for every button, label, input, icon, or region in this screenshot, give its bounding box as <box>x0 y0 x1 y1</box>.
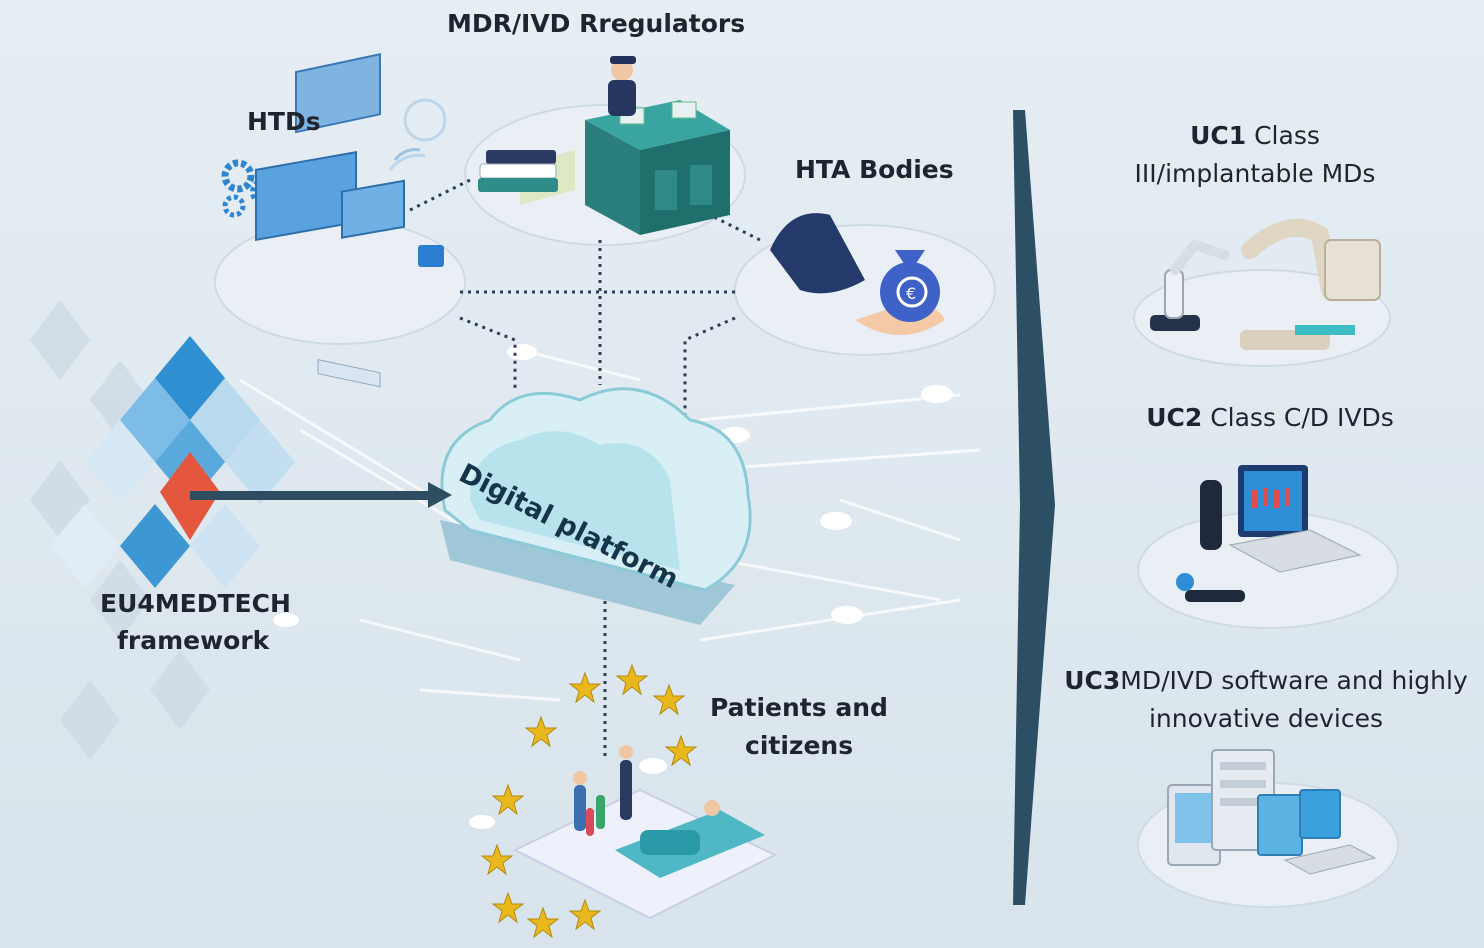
patients-illustration <box>512 745 778 920</box>
htds-illustration <box>221 53 447 388</box>
section-divider <box>1013 110 1055 905</box>
uc2-title: Class C/D IVDs <box>1202 403 1394 432</box>
uc3-title: MD/IVD software and highly <box>1120 666 1468 695</box>
htds-platform <box>214 219 466 345</box>
regulators-illustration <box>478 56 730 235</box>
uc1-label: UC1 Class III/implantable MDs <box>1120 117 1390 192</box>
uc3-label: UC3MD/IVD software and highly innovative… <box>1048 662 1484 737</box>
regulators-label: MDR/IVD Rregulators <box>447 9 746 38</box>
digital-platform-cloud <box>440 387 752 625</box>
uc3-code: UC3 <box>1064 666 1121 695</box>
eu-stars <box>480 663 698 939</box>
framework-to-platform-arrow <box>190 482 452 508</box>
hta-illustration: € <box>770 213 945 335</box>
framework-label-line1: EU4MEDTECH <box>100 589 291 618</box>
uc2-code: UC2 <box>1146 403 1203 432</box>
patients-label-line2: citizens <box>745 731 854 760</box>
uc1-code: UC1 <box>1190 121 1247 150</box>
uc3-illustration <box>1137 749 1399 908</box>
framework-label-line2: framework <box>117 626 270 655</box>
patients-label-line1: Patients and <box>710 693 888 722</box>
uc1-title: Class <box>1246 121 1320 150</box>
hta-bodies-label: HTA Bodies <box>795 155 954 184</box>
svg-text:€: € <box>906 284 916 303</box>
background-nodes <box>273 344 953 829</box>
dotted-connectors <box>409 178 761 760</box>
uc2-illustration <box>1137 465 1399 629</box>
eu4medtech-logo <box>50 336 295 588</box>
uc2-label: UC2 Class C/D IVDs <box>1125 399 1415 437</box>
htds-label: HTDs <box>247 107 321 136</box>
uc3-subtitle: innovative devices <box>1148 703 1384 733</box>
uc1-illustration <box>1133 218 1391 367</box>
uc1-subtitle: III/implantable MDs <box>1134 158 1376 188</box>
